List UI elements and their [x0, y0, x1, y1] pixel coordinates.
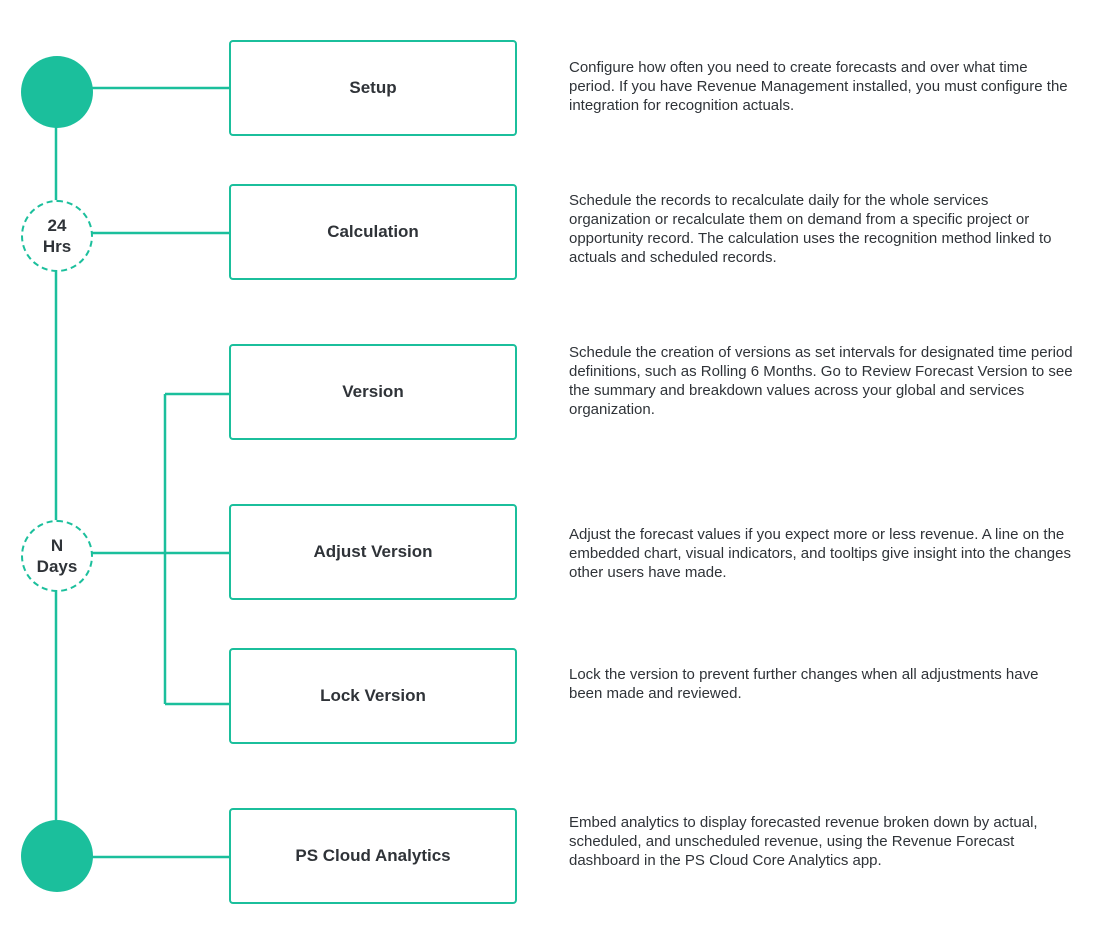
- start-node: [21, 56, 93, 128]
- milestone-hours-unit: Hrs: [42, 237, 72, 256]
- step-title: PS Cloud Analytics: [295, 846, 451, 865]
- milestone-n-days: N Days: [21, 520, 93, 592]
- step-title: Lock Version: [320, 686, 426, 705]
- end-node: [21, 820, 93, 892]
- step-calculation: Calculation: [229, 184, 517, 280]
- step-title: Setup: [349, 78, 397, 97]
- step-lock-version: Lock Version: [229, 648, 517, 744]
- step-setup: Setup: [229, 40, 517, 136]
- step-description-adjust-version: Adjust the forecast values if you expect…: [569, 526, 1071, 581]
- step-version: Version: [229, 344, 517, 440]
- step-description-calculation: Schedule the records to recalculate dail…: [569, 192, 1052, 266]
- step-description-ps-cloud-analytics: Embed analytics to display forecasted re…: [569, 814, 1038, 869]
- milestone-24-hrs: 24 Hrs: [21, 200, 93, 272]
- step-title: Version: [342, 382, 404, 401]
- step-ps-cloud-analytics: PS Cloud Analytics: [229, 808, 517, 904]
- milestone-hours-value: 24: [47, 216, 67, 235]
- milestone-days-value: N: [50, 536, 64, 555]
- step-adjust-version: Adjust Version: [229, 504, 517, 600]
- milestone-days-unit: Days: [36, 557, 78, 576]
- step-title: Adjust Version: [313, 542, 433, 561]
- step-description-setup: Configure how often you need to create f…: [569, 59, 1068, 114]
- step-description-lock-version: Lock the version to prevent further chan…: [569, 666, 1039, 702]
- step-title: Calculation: [327, 222, 419, 241]
- step-description-version: Schedule the creation of versions as set…: [569, 344, 1073, 418]
